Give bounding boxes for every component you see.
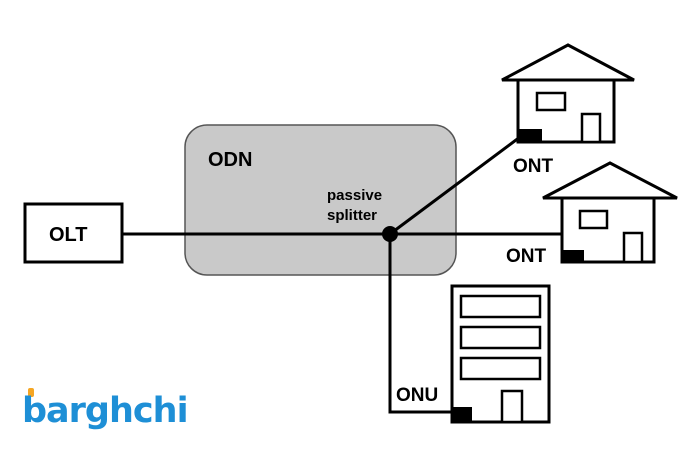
splitter-node: [382, 226, 398, 242]
house-middle-door: [622, 231, 644, 264]
house-middle-window: [578, 209, 609, 230]
splitter-label-line2: splitter: [327, 207, 377, 224]
building-floor-1: [459, 294, 542, 319]
brand-accent-icon: [28, 388, 34, 397]
building-onu: [450, 284, 551, 424]
onu-label: ONU: [396, 385, 438, 406]
house-top-door: [580, 112, 602, 144]
ont-top-device: [518, 129, 542, 142]
fiber-splitter-onu: [388, 234, 452, 414]
splitter-label-line1: passive: [327, 187, 382, 204]
house-top: [501, 43, 635, 144]
building-floor-3: [459, 356, 542, 381]
brand-logo-text: barghchi: [22, 391, 188, 431]
odn-box: [184, 124, 457, 276]
olt-label: OLT: [49, 224, 88, 246]
ont-middle-label: ONT: [506, 246, 547, 267]
house-top-roof: [501, 43, 635, 82]
fiber-splitter-ont-top: [389, 135, 521, 236]
odn-label: ODN: [208, 149, 252, 171]
onu-device: [452, 407, 472, 422]
ont-middle-device: [562, 250, 584, 262]
ont-top-label: ONT: [513, 156, 554, 177]
house-middle: [542, 161, 678, 264]
house-top-window: [535, 91, 567, 112]
house-middle-roof: [542, 161, 678, 200]
olt-box: [23, 202, 124, 264]
building-floor-2: [459, 325, 542, 350]
building-door: [500, 389, 524, 424]
brand-logo: barghchi: [22, 388, 189, 431]
